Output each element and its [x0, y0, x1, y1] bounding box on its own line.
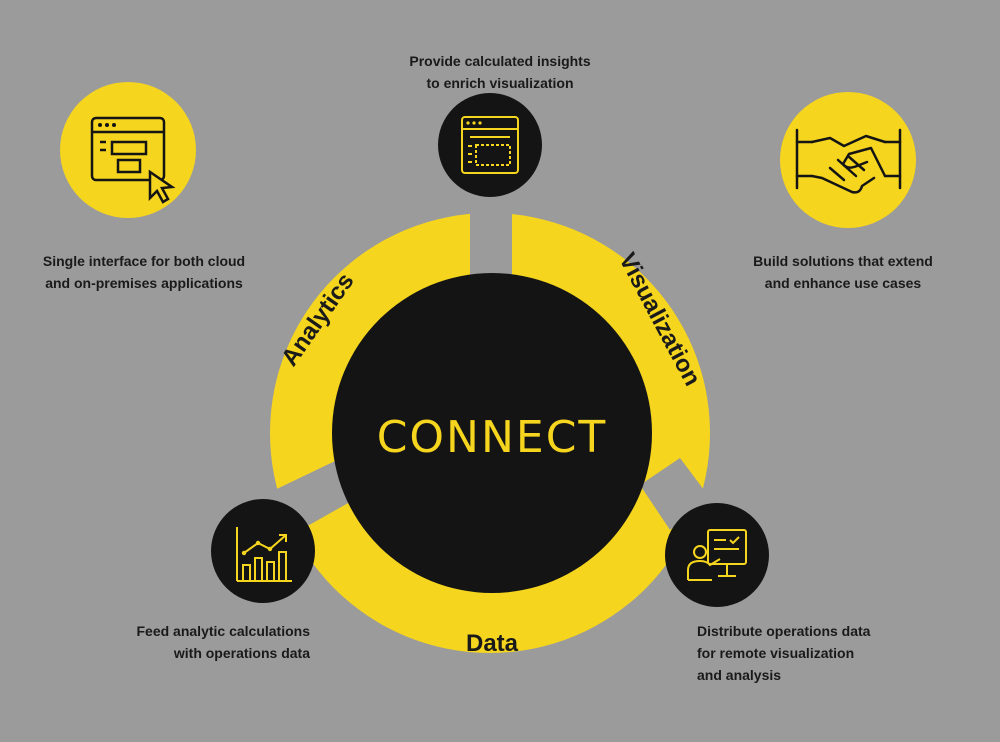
handshake-icon — [795, 128, 902, 194]
caption-calculated-insights: Provide calculated insights to enrich vi… — [409, 53, 591, 91]
browser-cursor-icon — [90, 116, 176, 204]
bottom-left-node — [211, 499, 315, 603]
segment-label-data: Data — [466, 630, 519, 657]
dashboard-window-icon — [461, 116, 519, 174]
bottom-right-node — [665, 503, 769, 607]
caption-distribute-data: Distribute operations data for remote vi… — [697, 623, 871, 683]
presenter-board-icon — [687, 529, 747, 581]
caption-feed-analytics: Feed analytic calculations with operatio… — [136, 623, 310, 661]
center-circle — [332, 273, 652, 593]
right-feature — [780, 92, 916, 228]
spoke-top — [470, 195, 512, 285]
caption-single-interface: Single interface for both cloud and on-p… — [42, 253, 246, 291]
center-label: CONNECT — [377, 412, 608, 463]
top-node — [438, 93, 542, 197]
left-feature — [60, 82, 196, 218]
bar-chart-growth-icon — [236, 527, 292, 582]
caption-build-solutions: Build solutions that extend and enhance … — [753, 253, 933, 291]
